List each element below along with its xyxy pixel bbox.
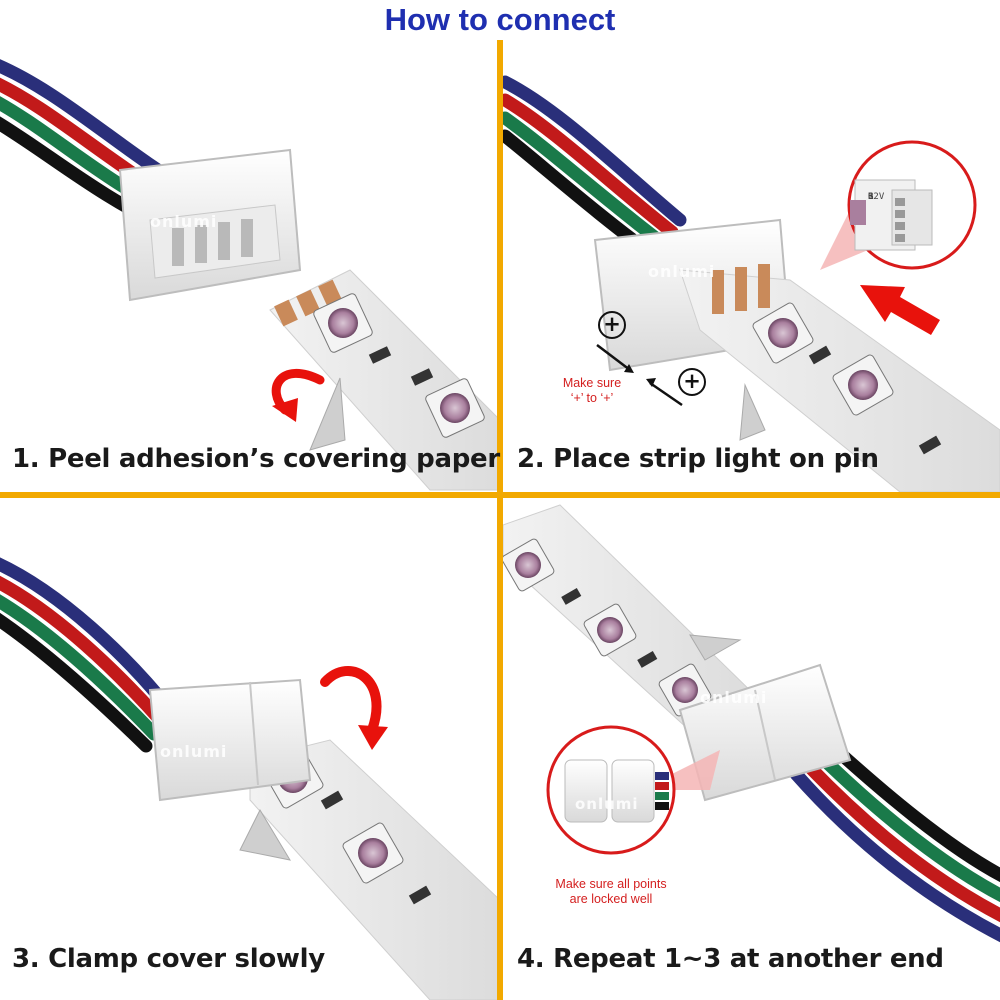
- polarity-note-line2: ‘+’ to ‘+’: [570, 391, 614, 405]
- adhesive-paper: [309, 377, 346, 451]
- step-2-caption: 2. Place strip light on pin: [517, 444, 879, 474]
- step-4-caption: 4. Repeat 1~3 at another end: [517, 944, 944, 974]
- strip-connector: [118, 148, 302, 302]
- peel-arrow: [271, 369, 325, 415]
- watermark-3: onlumi: [160, 742, 228, 761]
- lock-note-line1: Make sure all points: [555, 877, 667, 891]
- lock-note-line2: are locked well: [569, 892, 653, 906]
- watermark-2: onlumi: [648, 262, 716, 281]
- polarity-note-line1: Make sure: [562, 376, 622, 390]
- pin-label-12v: 12V: [868, 192, 885, 202]
- clamped-connector: [148, 678, 312, 802]
- divider-horizontal: [0, 492, 1000, 498]
- step-3-caption: 3. Clamp cover slowly: [12, 944, 325, 974]
- plus-icon-1: +: [598, 311, 626, 339]
- watermark-1: onlumi: [150, 212, 218, 231]
- pin-label-r: R: [868, 192, 874, 202]
- plus-icon-2: +: [678, 368, 706, 396]
- panel-4-illustration: [503, 504, 1000, 943]
- panel-2-illustration: [503, 75, 1000, 492]
- lock-note: Make sure all points are locked well: [536, 877, 686, 907]
- led-strip: [269, 269, 497, 491]
- pin-label-b: B: [868, 192, 874, 202]
- watermark-4: onlumi: [700, 688, 768, 707]
- polarity-note: Make sure ‘+’ to ‘+’: [548, 376, 636, 406]
- page-title: How to connect: [384, 2, 616, 37]
- pin-label-g: G: [868, 192, 874, 202]
- divider-vertical: [497, 40, 503, 1000]
- panel-1-illustration: [0, 59, 497, 491]
- step-1-caption: 1. Peel adhesion’s covering paper: [12, 444, 500, 474]
- watermark-5: onlumi: [575, 795, 639, 813]
- insert-arrow: [860, 285, 940, 335]
- clamp-arrow: [320, 666, 382, 735]
- panel-3-illustration: [0, 557, 497, 1000]
